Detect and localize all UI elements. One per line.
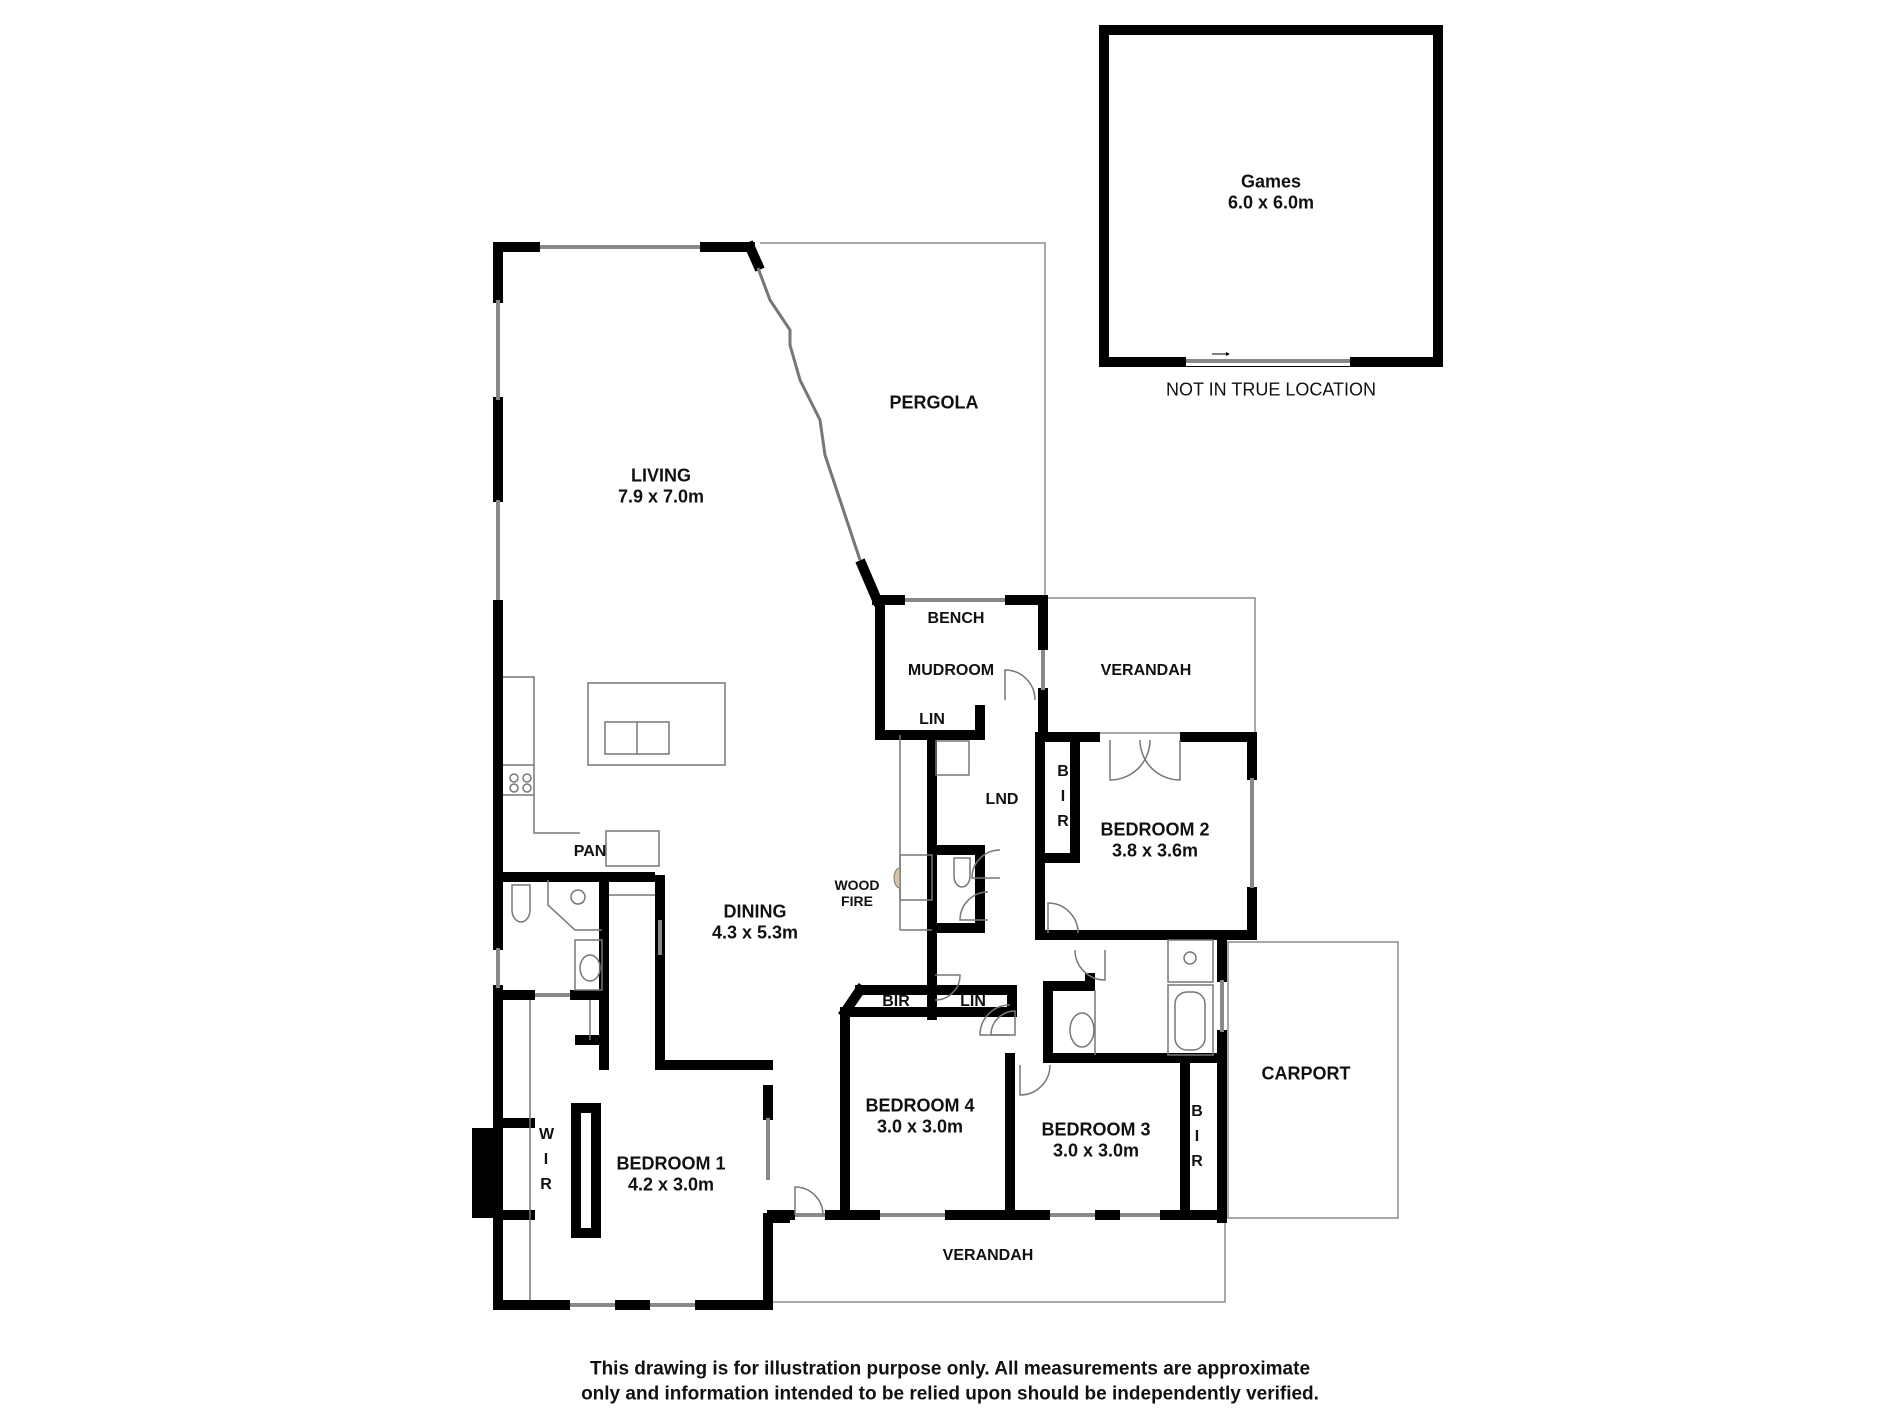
room-dimensions: 7.9 x 7.0m: [617, 486, 705, 506]
room-bedroom3: BEDROOM 3 3.0 x 3.0m: [1041, 1119, 1150, 1160]
room-name: VERANDAH: [1100, 661, 1192, 679]
room-name: BEDROOM 4: [865, 1095, 975, 1116]
disclaimer-text: This drawing is for illustration purpose…: [581, 1357, 1319, 1406]
room-verandah-south: VERANDAH: [943, 1247, 1034, 1265]
room-name: PAN: [573, 842, 607, 860]
room-name: BEDROOM 1: [616, 1153, 726, 1174]
room-name: PERGOLA: [889, 392, 979, 413]
room-carport: CARPORT: [1262, 1064, 1351, 1085]
disclaimer-line-2: only and information intended to be reli…: [581, 1383, 1319, 1404]
room-name: CARPORT: [1261, 1063, 1351, 1084]
room-name: BEDROOM 3: [1041, 1119, 1151, 1140]
room-name: B I R: [1057, 762, 1069, 830]
wood-fire-label: WOOD FIRE: [827, 877, 887, 909]
games-location-note: NOT IN TRUE LOCATION: [1165, 379, 1377, 400]
room-bir-bedroom4: BIR: [882, 993, 910, 1011]
room-walk-in-robe: W I R: [539, 1123, 555, 1197]
room-dimensions: 4.2 x 3.0m: [627, 1174, 715, 1194]
room-name: VERANDAH: [942, 1246, 1034, 1264]
room-pantry: PAN: [574, 843, 607, 861]
room-laundry: LND: [986, 791, 1019, 809]
room-linen-hall: LIN: [960, 993, 986, 1011]
room-name: LND: [985, 790, 1019, 808]
room-bench: BENCH: [928, 610, 985, 628]
windows: [496, 245, 1254, 1307]
room-name: Games: [1240, 171, 1302, 192]
room-mudroom: MUDROOM: [908, 662, 994, 680]
chimney-block: [472, 1128, 498, 1218]
room-dimensions: 3.8 x 3.6m: [1111, 840, 1199, 860]
slanted-glazing: [756, 267, 862, 561]
room-name: BEDROOM 2: [1100, 819, 1210, 840]
room-name: MUDROOM: [907, 661, 995, 679]
room-name: DINING: [723, 901, 787, 922]
room-name: B I R: [1191, 1102, 1203, 1170]
room-games: Games 6.0 x 6.0m: [1228, 171, 1314, 212]
room-name: BENCH: [927, 609, 985, 627]
fixtures: [503, 669, 1214, 1300]
room-living: LIVING 7.9 x 7.0m: [618, 465, 704, 506]
disclaimer-line-1: This drawing is for illustration purpose…: [589, 1358, 1311, 1380]
room-name: LIN: [960, 992, 986, 1010]
room-name: BIR: [882, 992, 910, 1010]
room-linen-mudroom: LIN: [919, 711, 945, 729]
exterior-walls: [493, 240, 1257, 1310]
room-dimensions: 4.3 x 5.3m: [711, 922, 799, 942]
outdoor-outlines: [760, 242, 1399, 1303]
room-name: LIVING: [630, 465, 691, 486]
room-bir-bedroom2: B I R: [1056, 760, 1070, 834]
room-name: W I R: [539, 1125, 555, 1193]
room-pergola: PERGOLA: [889, 393, 978, 414]
room-dimensions: 3.0 x 3.0m: [876, 1116, 964, 1136]
room-bedroom4: BEDROOM 4 3.0 x 3.0m: [865, 1095, 974, 1136]
games-building: [1099, 25, 1443, 367]
room-name: LIN: [919, 710, 945, 728]
room-dimensions: 6.0 x 6.0m: [1227, 192, 1315, 212]
room-bedroom2: BEDROOM 2 3.8 x 3.6m: [1100, 819, 1209, 860]
wood-fire-icon: [893, 867, 901, 889]
room-bedroom1: BEDROOM 1 4.2 x 3.0m: [616, 1153, 725, 1194]
room-dimensions: 3.0 x 3.0m: [1052, 1140, 1140, 1160]
room-bir-bedroom3: B I R: [1190, 1100, 1204, 1174]
room-dining: DINING 4.3 x 5.3m: [712, 901, 798, 942]
room-verandah-east: VERANDAH: [1101, 662, 1192, 680]
room-name: WOOD FIRE: [834, 876, 880, 909]
